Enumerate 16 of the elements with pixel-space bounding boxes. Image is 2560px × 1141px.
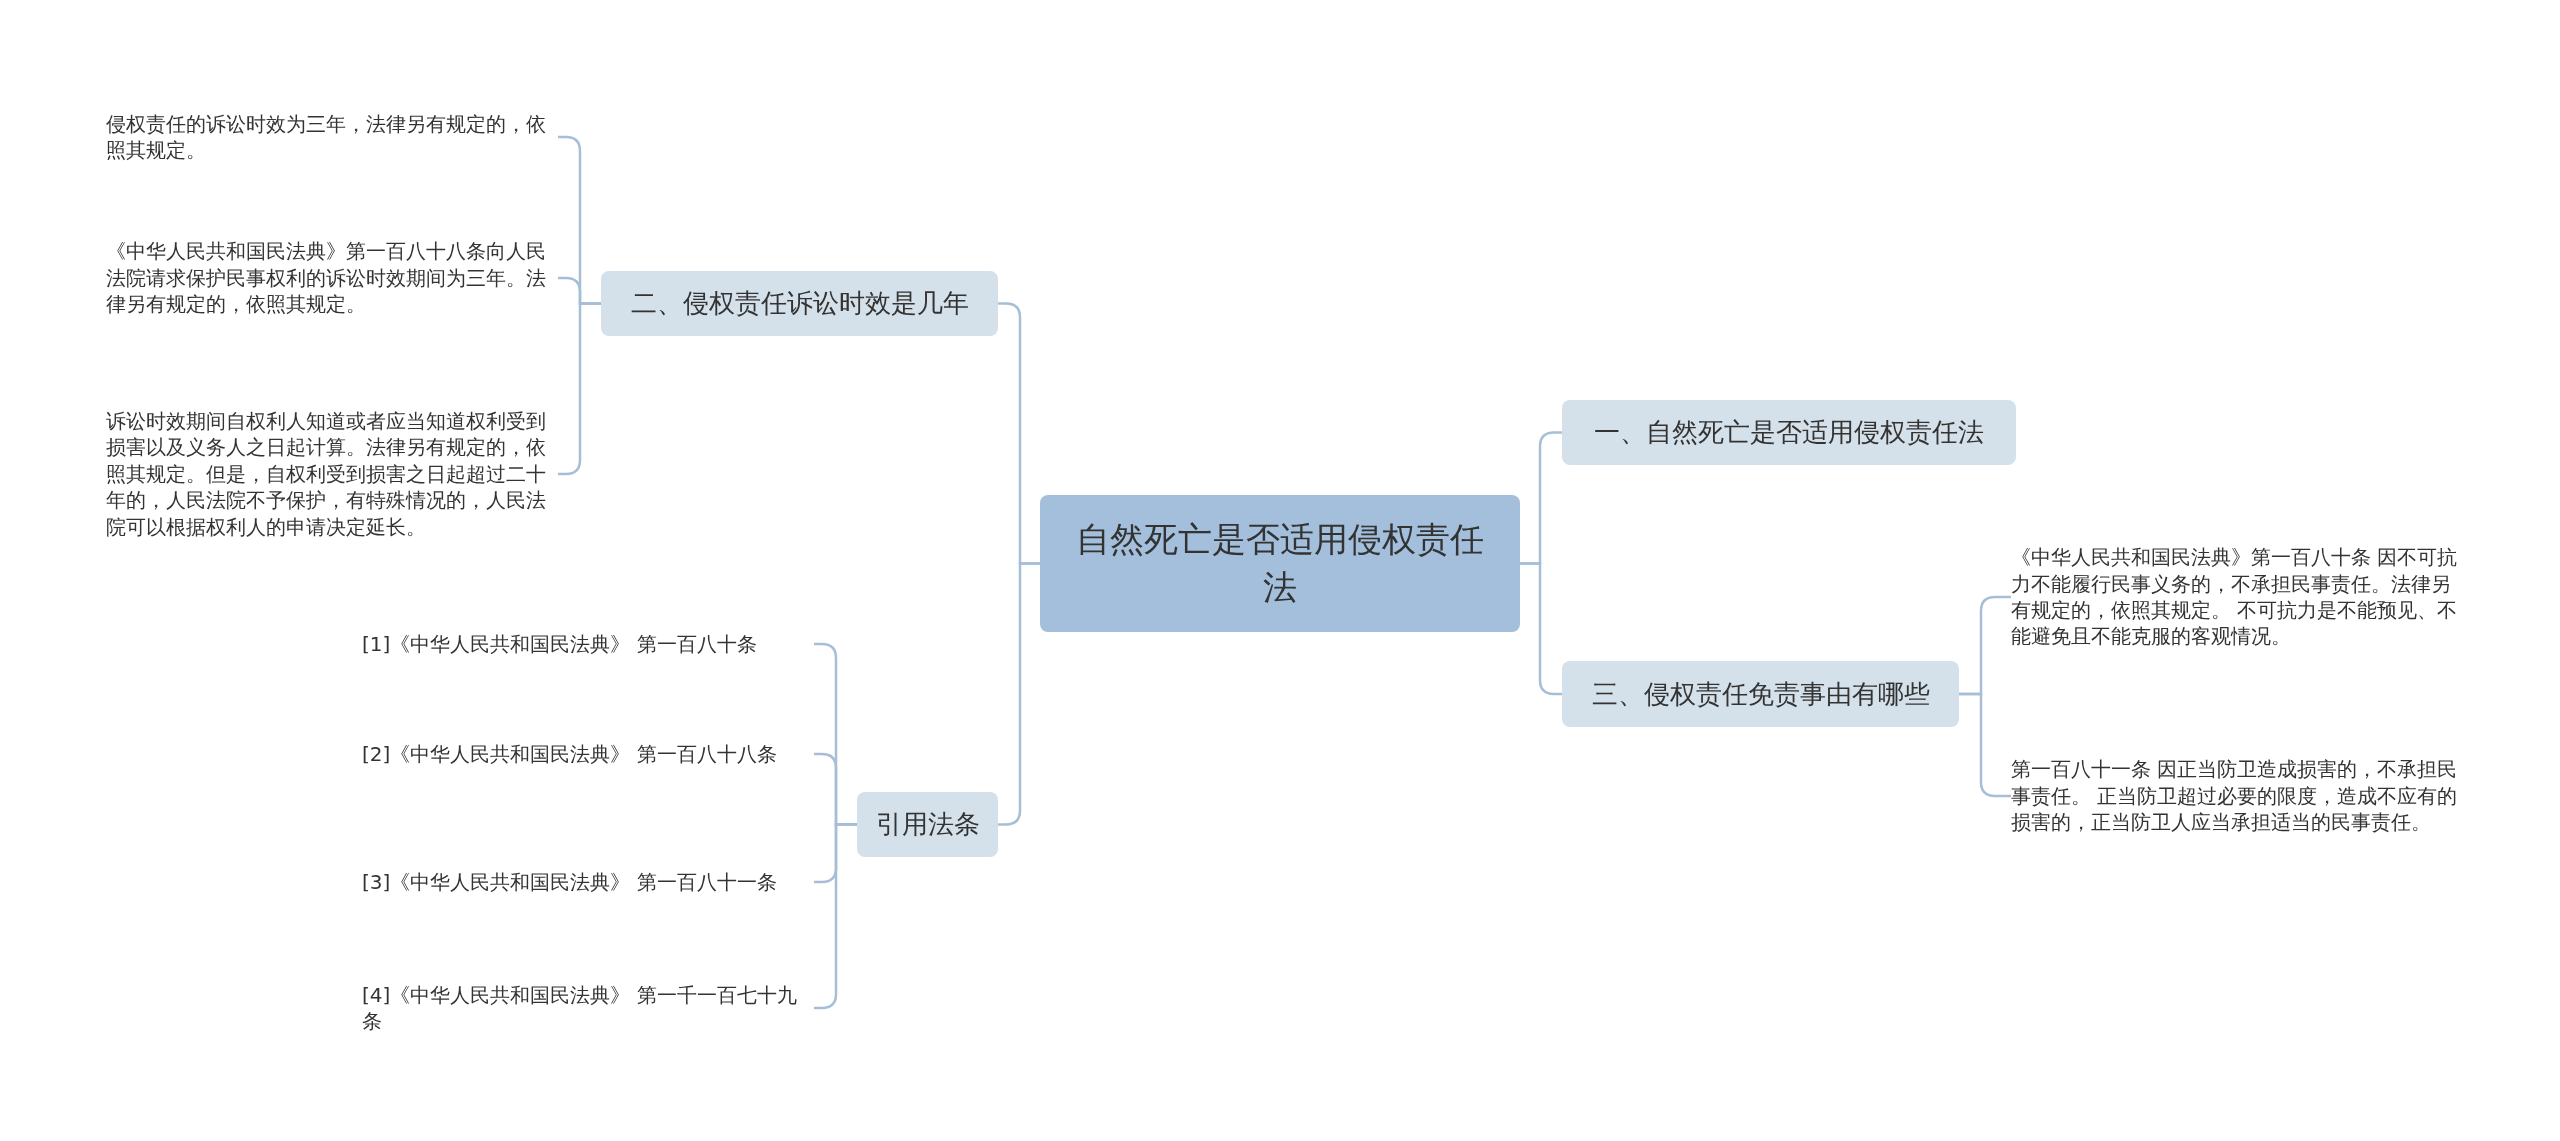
- connector-line: [1520, 562, 1562, 696]
- branch-topic: 二、侵权责任诉讼时效是几年: [601, 271, 998, 336]
- leaf-text: [2]《中华人民共和国民法典》 第一百八十八条: [362, 740, 777, 768]
- connector-line: [998, 562, 1040, 826]
- leaf-text: [1]《中华人民共和国民法典》 第一百八十条: [362, 630, 757, 658]
- leaf-text: 《中华人民共和国民法典》第一百八十条 因不可抗力不能履行民事义务的，不承担民事责任。法律另有规定的，依照其规定。 不可抗力是不能预见、不能避免且不能克服的客观情况。: [2011, 544, 2459, 650]
- leaf-text: [4]《中华人民共和国民法典》 第一千一百七十九条: [362, 981, 798, 1035]
- leaf-text: 第一百八十一条 因正当防卫造成损害的，不承担民事责任。 正当防卫超过必要的限度，造成不应有的损害的，正当防卫人应当承担适当的民事责任。: [2011, 756, 2459, 836]
- leaf-text: 《中华人民共和国民法典》第一百八十八条向人民法院请求保护民事权利的诉讼时效期间为三年。法律另有规定的，依照其规定。: [106, 238, 547, 318]
- central-topic: 自然死亡是否适用侵权责任法: [1040, 495, 1520, 632]
- branch-topic: 三、侵权责任免责事由有哪些: [1562, 661, 1959, 727]
- leaf-text: [3]《中华人民共和国民法典》 第一百八十一条: [362, 868, 777, 896]
- leaf-text: 侵权责任的诉讼时效为三年，法律另有规定的，依照其规定。: [106, 110, 547, 164]
- leaf-text: 诉讼时效期间自权利人知道或者应当知道权利受到损害以及义务人之日起计算。法律另有规定的，依照其规定。但是，自权利受到损害之日起超过二十年的，人民法院不予保护，有特殊情况的，人民法院可以根据权利人的申请决定延长。: [106, 408, 547, 540]
- branch-topic: 一、自然死亡是否适用侵权责任法: [1562, 400, 2016, 465]
- branch-topic: 引用法条: [857, 792, 998, 857]
